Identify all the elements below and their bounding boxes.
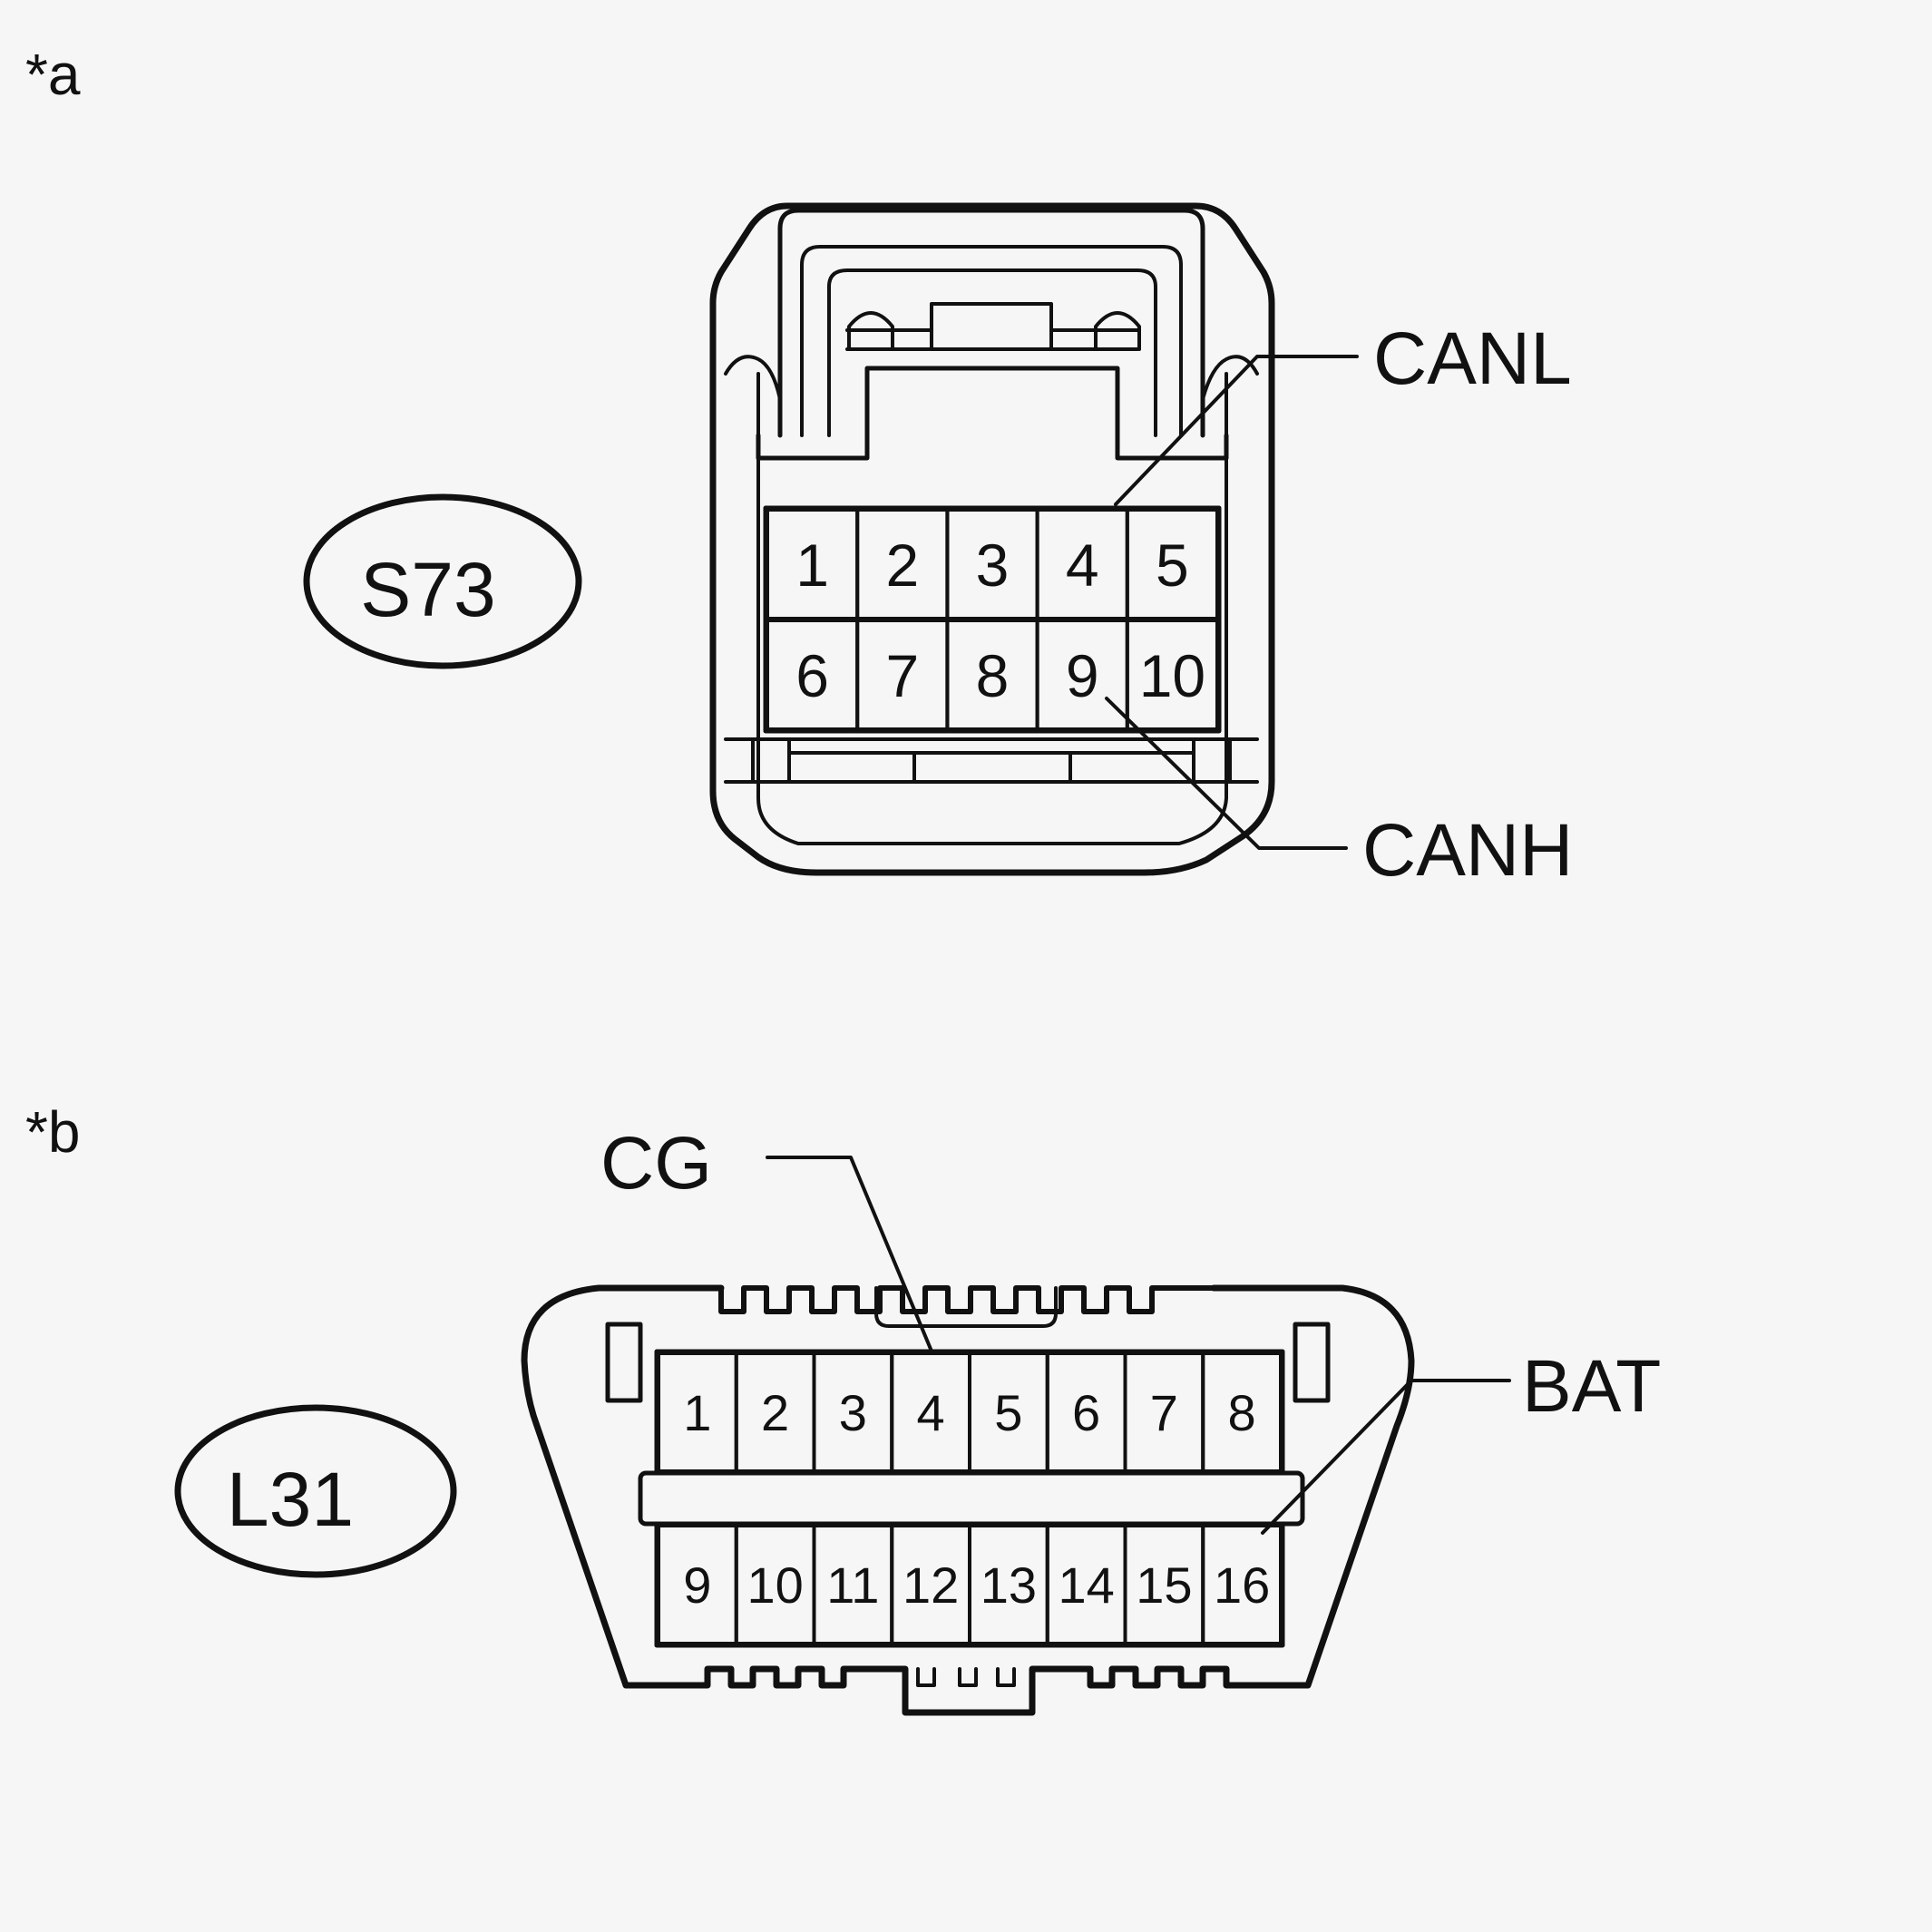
pin-label-1: 1 (683, 1384, 711, 1441)
pin-label-11: 11 (826, 1556, 879, 1614)
pin-label-2: 2 (761, 1384, 789, 1441)
pin-label-2: 2 (885, 532, 919, 599)
connector-s73-callout: S73 (303, 493, 582, 669)
housing-inner-outline (756, 372, 1228, 845)
connector-s73-housing (709, 202, 1275, 876)
section-b-marker: *b (25, 1099, 81, 1165)
pin-label-8: 8 (976, 642, 1010, 709)
pin-cell-16 (1201, 1524, 1283, 1645)
pin-label-9: 9 (1066, 642, 1099, 709)
pin-label-9: 9 (683, 1556, 711, 1614)
top-crenellation (718, 1285, 1216, 1314)
bottom-key-teeth (916, 1667, 1016, 1687)
signal-bat-label: BAT (1522, 1345, 1661, 1428)
center-key (874, 1286, 1058, 1328)
pin-label-4: 4 (917, 1384, 945, 1441)
pin-label-10: 10 (1139, 642, 1205, 709)
pin-label-15: 15 (1136, 1556, 1192, 1614)
signal-cg-label: CG (600, 1122, 712, 1205)
pin-label-14: 14 (1058, 1556, 1114, 1614)
leader-canh (1105, 697, 1348, 850)
pin-label-4: 4 (1066, 532, 1099, 599)
pin-divider-bar (638, 1470, 1305, 1527)
side-notches (724, 355, 1259, 401)
pin-label-3: 3 (976, 532, 1010, 599)
bottom-rail (724, 737, 1259, 784)
signal-canl-label: CANL (1373, 317, 1572, 400)
pin-label-12: 12 (903, 1556, 959, 1614)
pin-label-1: 1 (795, 532, 829, 599)
section-a-marker: *a (25, 42, 81, 107)
latch-frame (777, 208, 1205, 438)
connector-code-label: L31 (227, 1457, 354, 1542)
guide-post-right (1293, 1322, 1331, 1403)
pin-label-3: 3 (839, 1384, 867, 1441)
pin-label-13: 13 (981, 1556, 1037, 1614)
leader-canl (1114, 355, 1359, 506)
housing-outline (521, 1284, 1415, 1716)
pin-label-5: 5 (1156, 532, 1189, 599)
connector-l31-callout: L31 (174, 1404, 457, 1578)
pin-label-16: 16 (1214, 1556, 1270, 1614)
latch-outer (800, 245, 1183, 437)
connector-code-label: S73 (360, 547, 495, 632)
pin-label-5: 5 (994, 1384, 1022, 1441)
lock-tab (930, 302, 1053, 351)
guide-post-left (605, 1322, 643, 1403)
housing-outline (709, 202, 1275, 876)
connector-code-oval (303, 493, 582, 669)
pin-label-6: 6 (795, 642, 829, 709)
latch-bracket (756, 366, 1229, 461)
connector-code-oval (174, 1404, 457, 1578)
pin-label-10: 10 (746, 1556, 803, 1614)
lock-arches (847, 311, 1141, 351)
pin-label-6: 6 (1072, 1384, 1100, 1441)
pin-cell-10 (1125, 619, 1220, 731)
latch-inner (827, 268, 1157, 437)
signal-canh-label: CANH (1362, 809, 1573, 892)
leader-cg (766, 1156, 934, 1355)
pin-cell-8 (1201, 1351, 1283, 1473)
pin-label-8: 8 (1228, 1384, 1256, 1441)
pin-label-7: 7 (1150, 1384, 1178, 1441)
lock-bars (845, 328, 1139, 351)
leader-bat (1261, 1379, 1511, 1535)
pin-label-7: 7 (885, 642, 919, 709)
